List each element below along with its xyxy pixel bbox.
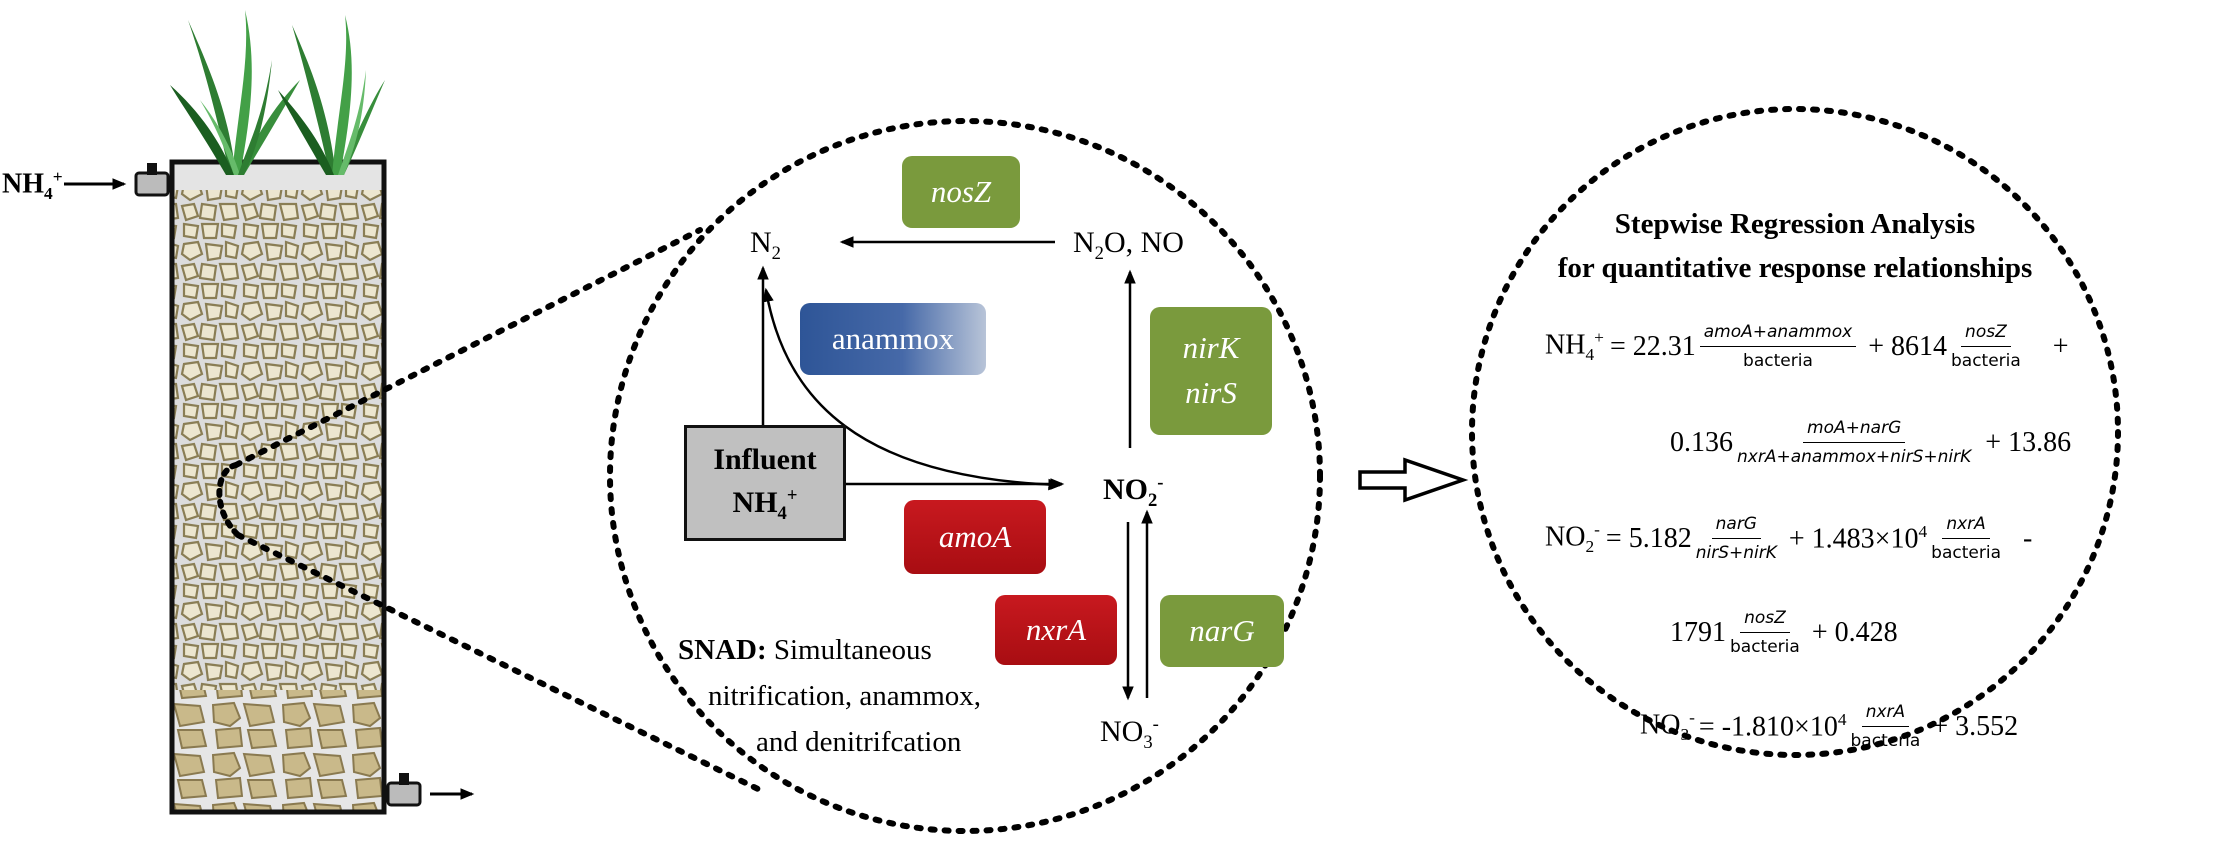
zoom-connector-bottom [235, 532, 763, 793]
regression-title-1: Stepwise Regression Analysis [1614, 208, 1976, 240]
zoom-region [216, 462, 241, 538]
hollow-right-arrow [1358, 457, 1469, 503]
inlet-nh4-label: NH4+ [2, 167, 63, 203]
no2-label: NO2- [1103, 472, 1164, 511]
cycle-circle [607, 118, 1323, 834]
snad-line-1: SNAD: Simultaneous [678, 634, 932, 666]
gene-nxra: nxrA [995, 595, 1117, 665]
n2-label: N2 [750, 226, 781, 264]
influent-box: Influent NH4+ [684, 425, 846, 541]
regression-circle [1469, 106, 2121, 758]
snad-line-2: nitrification, anammox, [708, 680, 982, 712]
plant-icon [170, 10, 300, 175]
snad-line-3: and denitrifcation [756, 726, 962, 758]
n2o-no-label: N2O, NO [1073, 226, 1184, 264]
zoom-connector-top [233, 227, 703, 468]
gene-narg: narG [1160, 595, 1284, 667]
reactor-column [134, 159, 422, 815]
gene-anammox: anammox [800, 303, 986, 375]
plant-icon [278, 15, 385, 175]
regression-title-2: for quantitative response relationships [1557, 252, 2033, 284]
gene-amoa: amoA [904, 500, 1046, 574]
gene-nosz: nosZ [902, 156, 1020, 228]
no3-label: NO3- [1100, 714, 1159, 753]
gene-nirk-nirs: nirK nirS [1150, 307, 1272, 435]
